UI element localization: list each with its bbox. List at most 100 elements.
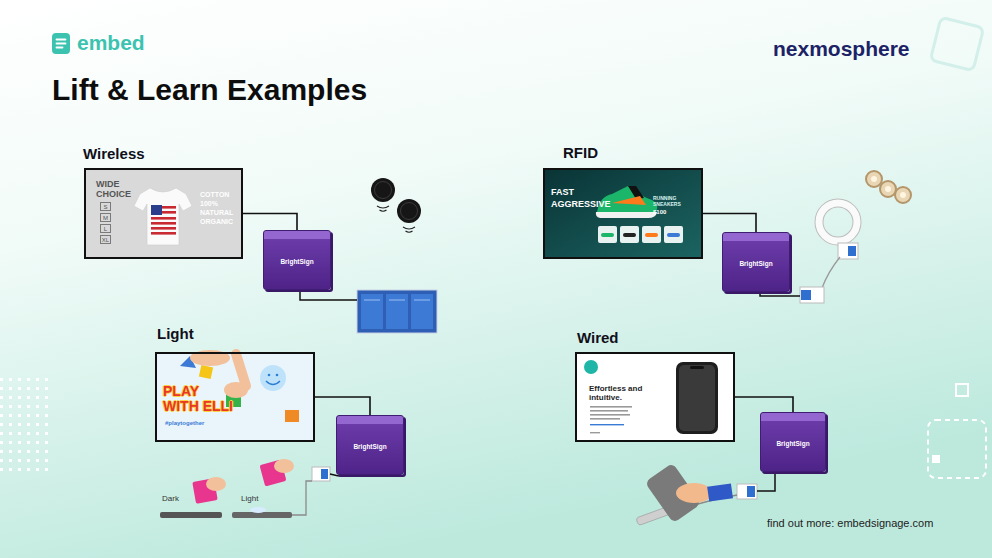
deco-square bbox=[928, 420, 986, 478]
sleeve bbox=[707, 483, 733, 501]
screen-text: WIDE CHOICE bbox=[96, 179, 136, 199]
screen-text: L bbox=[100, 224, 111, 233]
wireless-hub bbox=[361, 294, 383, 329]
screen-picture bbox=[86, 170, 241, 257]
wire bbox=[760, 292, 800, 296]
brand-text: BrightSign bbox=[264, 258, 330, 265]
light-pad bbox=[232, 512, 292, 518]
flag-stripe bbox=[151, 217, 176, 220]
sensor-module bbox=[321, 469, 328, 479]
t-shirt bbox=[134, 188, 192, 245]
screen-text: #playtogether bbox=[165, 420, 204, 427]
screen-text: XL bbox=[100, 235, 111, 244]
sun-face bbox=[266, 381, 280, 385]
wireless-sensor bbox=[401, 203, 418, 220]
product-card bbox=[623, 233, 636, 237]
section-heading: Light bbox=[157, 325, 194, 343]
logo-icon bbox=[52, 33, 70, 54]
media-player: BrightSign bbox=[263, 230, 331, 290]
screen-text: M bbox=[100, 213, 111, 222]
dot-grid bbox=[0, 372, 52, 472]
wireless-hub bbox=[386, 294, 408, 329]
wireless-hub bbox=[357, 290, 437, 333]
rfid-antenna bbox=[819, 203, 857, 241]
signal-waves bbox=[377, 206, 389, 211]
screen-picture bbox=[545, 170, 701, 257]
product-card bbox=[645, 233, 658, 237]
sensor-module bbox=[801, 290, 811, 300]
hand bbox=[274, 459, 294, 473]
body-text-line bbox=[590, 414, 630, 416]
deco-square bbox=[956, 384, 968, 396]
screen-picture bbox=[157, 354, 313, 440]
state-label: Light bbox=[241, 494, 258, 503]
product-card bbox=[601, 233, 614, 237]
sneaker bbox=[596, 212, 657, 218]
flag-stripe bbox=[151, 227, 176, 230]
display-screen: WiredEffortless and intuitive. bbox=[575, 352, 735, 442]
signal-waves bbox=[403, 227, 415, 232]
rfid-tag bbox=[871, 176, 877, 182]
sensor-module bbox=[747, 486, 755, 497]
product-card bbox=[620, 226, 639, 243]
product-card bbox=[667, 233, 680, 237]
toy-block bbox=[285, 410, 299, 422]
body-text-line bbox=[590, 406, 632, 408]
screen-text: COTTON 100% NATURAL ORGANIC bbox=[200, 190, 238, 226]
hand bbox=[206, 477, 226, 491]
screen-text: $100 bbox=[653, 209, 666, 216]
media-player: BrightSign bbox=[336, 415, 404, 475]
wireless-hub bbox=[364, 300, 430, 301]
media-player: BrightSign bbox=[760, 412, 826, 472]
logo-text: nexmosphere bbox=[773, 37, 910, 61]
light-pad bbox=[160, 512, 222, 518]
body-text-line bbox=[590, 432, 600, 433]
sun-face bbox=[268, 374, 271, 377]
flag-stripe bbox=[162, 206, 176, 209]
rfid-reader bbox=[838, 243, 858, 259]
sensor-module bbox=[312, 467, 330, 481]
sun-face bbox=[260, 365, 286, 391]
product-card bbox=[664, 226, 683, 243]
light-glow bbox=[250, 507, 266, 513]
body-text-line bbox=[590, 418, 620, 420]
wire bbox=[757, 472, 775, 491]
deco-square bbox=[930, 17, 983, 70]
screen-text: PLAY WITH ELLI bbox=[163, 384, 236, 414]
wire bbox=[292, 481, 312, 515]
cable-connector bbox=[735, 397, 793, 412]
wireless-sensor bbox=[371, 178, 395, 202]
brand-text: BrightSign bbox=[723, 260, 789, 267]
body-text-line bbox=[590, 410, 628, 412]
slide-title: Lift & Learn Examples bbox=[52, 73, 367, 107]
rfid-tag bbox=[866, 171, 882, 187]
logo-text: embed bbox=[77, 31, 145, 55]
screen-picture bbox=[577, 354, 733, 440]
section-heading: Wireless bbox=[83, 145, 145, 163]
link-line bbox=[590, 424, 624, 425]
wire bbox=[300, 290, 357, 300]
phone bbox=[676, 362, 718, 434]
product-card bbox=[598, 226, 617, 243]
section-heading: RFID bbox=[563, 144, 598, 162]
hand bbox=[676, 483, 712, 503]
screen-text: S bbox=[100, 202, 111, 211]
section-heading: Wired bbox=[577, 329, 619, 347]
screen-text: FAST AGGRESSIVE bbox=[551, 186, 615, 210]
state-label: Dark bbox=[162, 494, 179, 503]
flag-stripe bbox=[151, 222, 176, 225]
brand-text: BrightSign bbox=[761, 440, 825, 447]
sensor-module bbox=[737, 484, 757, 499]
screen-text: RUNNING SNEAKERS bbox=[653, 195, 703, 207]
hand bbox=[236, 354, 246, 386]
flag-stripe bbox=[151, 232, 176, 235]
flag-canton bbox=[151, 205, 162, 215]
phone bbox=[679, 365, 715, 431]
cable-connector bbox=[315, 397, 370, 415]
brand-logo bbox=[584, 360, 598, 374]
wireless-sensor bbox=[375, 182, 392, 199]
deco-square bbox=[932, 455, 940, 463]
rfid-tag bbox=[885, 186, 891, 192]
wire bbox=[822, 257, 840, 288]
